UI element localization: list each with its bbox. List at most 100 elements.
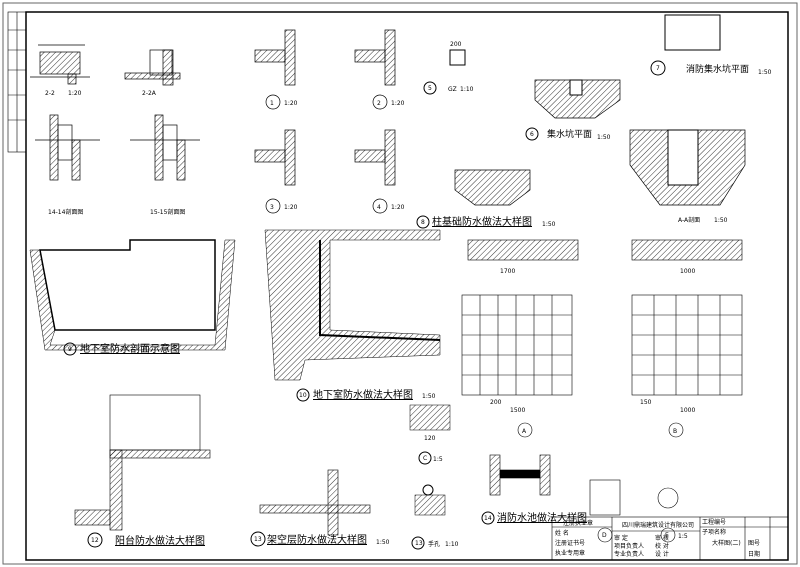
label-6: 集水坑平面 — [547, 128, 592, 140]
label-gz: GZ — [448, 86, 457, 93]
dim-a-total: 1500 — [510, 407, 525, 414]
basement-wall-10 — [264, 229, 441, 381]
detail-marker — [423, 81, 437, 95]
num-a: A — [522, 428, 527, 435]
title-block — [551, 516, 789, 561]
scale-c: 1:5 — [433, 456, 443, 463]
num-6: 6 — [530, 131, 534, 138]
detail-marker — [411, 536, 425, 550]
detail-c — [409, 404, 451, 431]
num-2: 2 — [377, 100, 381, 107]
scale-2-2: 1:20 — [68, 90, 82, 97]
num-e: E — [665, 532, 669, 539]
detail-marker — [250, 531, 266, 547]
basement-soil-hatch — [29, 239, 236, 351]
label-7: 消防集水坑平面 — [686, 63, 749, 75]
gz-dim: 200 — [450, 41, 462, 48]
scale-4: 1:20 — [391, 204, 405, 211]
tb-lead: 专业负责人 — [614, 550, 644, 558]
label-14: 消防水池做法大样图 — [497, 511, 587, 524]
label-2-2: 2-2 — [45, 90, 55, 97]
overhead-floor-13 — [259, 469, 371, 536]
scale-2: 1:20 — [391, 100, 405, 107]
balcony-12 — [74, 394, 211, 531]
tb-approve: 审 定 — [614, 534, 628, 542]
tb-check: 校 对 — [655, 542, 669, 550]
scale-6: 1:50 — [597, 134, 611, 141]
tb-subitem: 子项名称 — [702, 528, 726, 536]
num-10: 10 — [299, 392, 307, 399]
tb-cert: 注册证书号 — [555, 539, 585, 547]
num-13b: 13 — [415, 540, 423, 547]
scale-3: 1:20 — [284, 204, 298, 211]
label-aa: A-A剖面 — [678, 216, 700, 224]
num-9: 9 — [68, 346, 72, 353]
seal-label: 注册执业章 — [563, 519, 593, 527]
company-name: 四川鼎瑞建筑设计有限公司 — [622, 521, 694, 529]
scale-e: 1:5 — [678, 533, 688, 540]
detail-marker — [525, 127, 539, 141]
detail-marker — [87, 532, 103, 548]
drawing-name: 大样图(二) — [712, 539, 741, 547]
label-10: 地下室防水做法大样图 — [313, 388, 413, 401]
detail-marker — [296, 388, 310, 402]
detail-marker — [63, 342, 77, 356]
num-1: 1 — [270, 100, 274, 107]
num-b: B — [673, 428, 677, 435]
dim-b-part: 150 — [640, 399, 652, 406]
plan-b-grid — [631, 239, 743, 438]
detail-marker — [418, 451, 432, 465]
tb-pm: 项目负责人 — [614, 542, 644, 550]
detail-2-2a — [124, 49, 181, 86]
tb-name: 姓 名 — [555, 529, 569, 537]
detail-15-15 — [130, 114, 200, 181]
tb-sheet-no: 图号 — [748, 540, 760, 547]
detail-marker — [650, 60, 666, 76]
basement-section-9 — [39, 239, 216, 331]
num-12: 12 — [91, 537, 99, 544]
num-13: 13 — [254, 536, 262, 543]
detail-marker — [416, 215, 430, 229]
label-13b: 手孔 — [428, 540, 440, 548]
scale-7: 1:50 — [758, 69, 772, 76]
label-13: 架空层防水做法大样图 — [267, 533, 367, 546]
tb-review: 审 核 — [655, 534, 669, 542]
label-12: 阳台防水做法大样图 — [115, 534, 205, 547]
waterproof-membrane — [319, 240, 441, 341]
num-8: 8 — [421, 219, 425, 226]
details-1-4 — [254, 29, 396, 214]
pit-opening — [569, 79, 583, 96]
label-8: 柱基础防水做法大样图 — [432, 215, 532, 228]
detail-2-2 — [30, 44, 90, 85]
dim-top-b: 1000 — [680, 268, 695, 275]
label-2-2a: 2-2A — [142, 90, 157, 97]
scale-10: 1:50 — [422, 393, 436, 400]
num-7: 7 — [656, 65, 660, 72]
dim-c: 120 — [424, 435, 436, 442]
hand-hole-ring — [422, 484, 434, 496]
pit-section-6 — [534, 79, 621, 119]
column-foundation-8 — [454, 169, 531, 206]
hand-hole — [414, 494, 446, 516]
detail-14-14 — [35, 114, 100, 181]
tb-date: 日期 — [748, 550, 760, 558]
aa-pit — [667, 129, 699, 186]
tb-project-no: 工程编号 — [702, 518, 726, 526]
plan-a-grid — [461, 239, 579, 438]
scale-13: 1:50 — [376, 539, 390, 546]
fire-pool-14 — [489, 454, 679, 543]
scale-aa: 1:50 — [714, 217, 728, 224]
num-4: 4 — [377, 204, 381, 211]
scale-gz: 1:10 — [460, 86, 474, 93]
detail-marker — [481, 511, 495, 525]
dim-a-part: 200 — [490, 399, 502, 406]
num-c: C — [423, 455, 427, 462]
scale-8: 1:50 — [542, 221, 556, 228]
label-15-15: 15-15剖面图 — [150, 208, 185, 216]
scale-1: 1:20 — [284, 100, 298, 107]
tb-design: 设 计 — [655, 550, 669, 558]
pit-plan-7 — [664, 14, 721, 51]
dim-b-total: 1000 — [680, 407, 695, 414]
